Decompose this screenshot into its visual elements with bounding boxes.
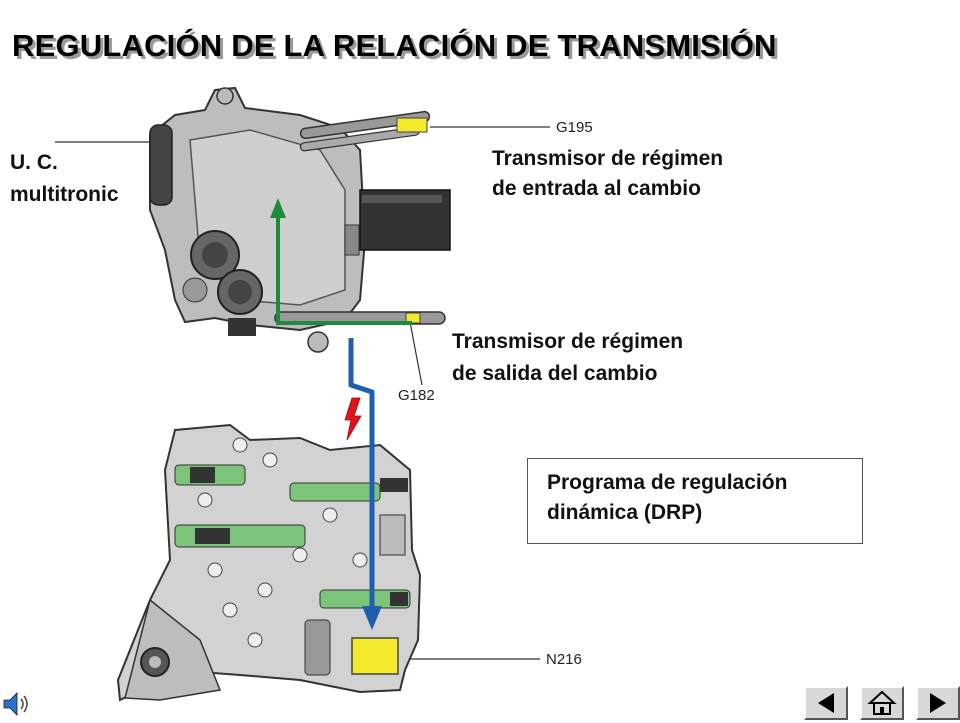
g182-leader-line [409,321,423,386]
home-icon [867,690,897,715]
uc-label-line1: U. C. [10,151,58,174]
back-button[interactable] [804,686,848,720]
output-sensor-label-line1: Transmisor de régimen [452,330,684,353]
home-button[interactable] [860,686,904,720]
n216-code: N216 [546,651,582,668]
drp-line1: Programa de regulación [547,471,788,494]
drp-text: Programa de regulación dinámica (DRP) [547,468,787,528]
valve-body-illustration [116,423,422,702]
speaker-icon[interactable] [2,690,32,723]
green-signal-arrow [270,198,412,325]
g195-code: G195 [556,119,593,136]
g182-code: G182 [398,387,435,404]
g182-sensor [405,312,421,324]
input-sensor-label-line1: Transmisor de régimen [492,147,724,170]
control-unit-illustration [149,86,451,353]
triangle-left-icon [818,693,834,713]
lightning-icon [344,397,362,441]
uc-label-line2: multitronic [10,183,119,206]
drp-line2: dinámica (DRP) [547,501,703,524]
n216-valve [351,637,399,675]
page-title: REGULACIÓN DE LA RELACIÓN DE TRANSMISIÓN [12,28,777,63]
triangle-right-icon [930,693,946,713]
forward-button[interactable] [916,686,960,720]
g195-sensor [396,117,428,133]
output-sensor-label-line2: de salida del cambio [452,362,658,385]
input-sensor-label-line2: de entrada al cambio [492,177,701,200]
blue-signal-arrow [348,338,382,630]
drp-box: Programa de regulación dinámica (DRP) [527,458,863,544]
